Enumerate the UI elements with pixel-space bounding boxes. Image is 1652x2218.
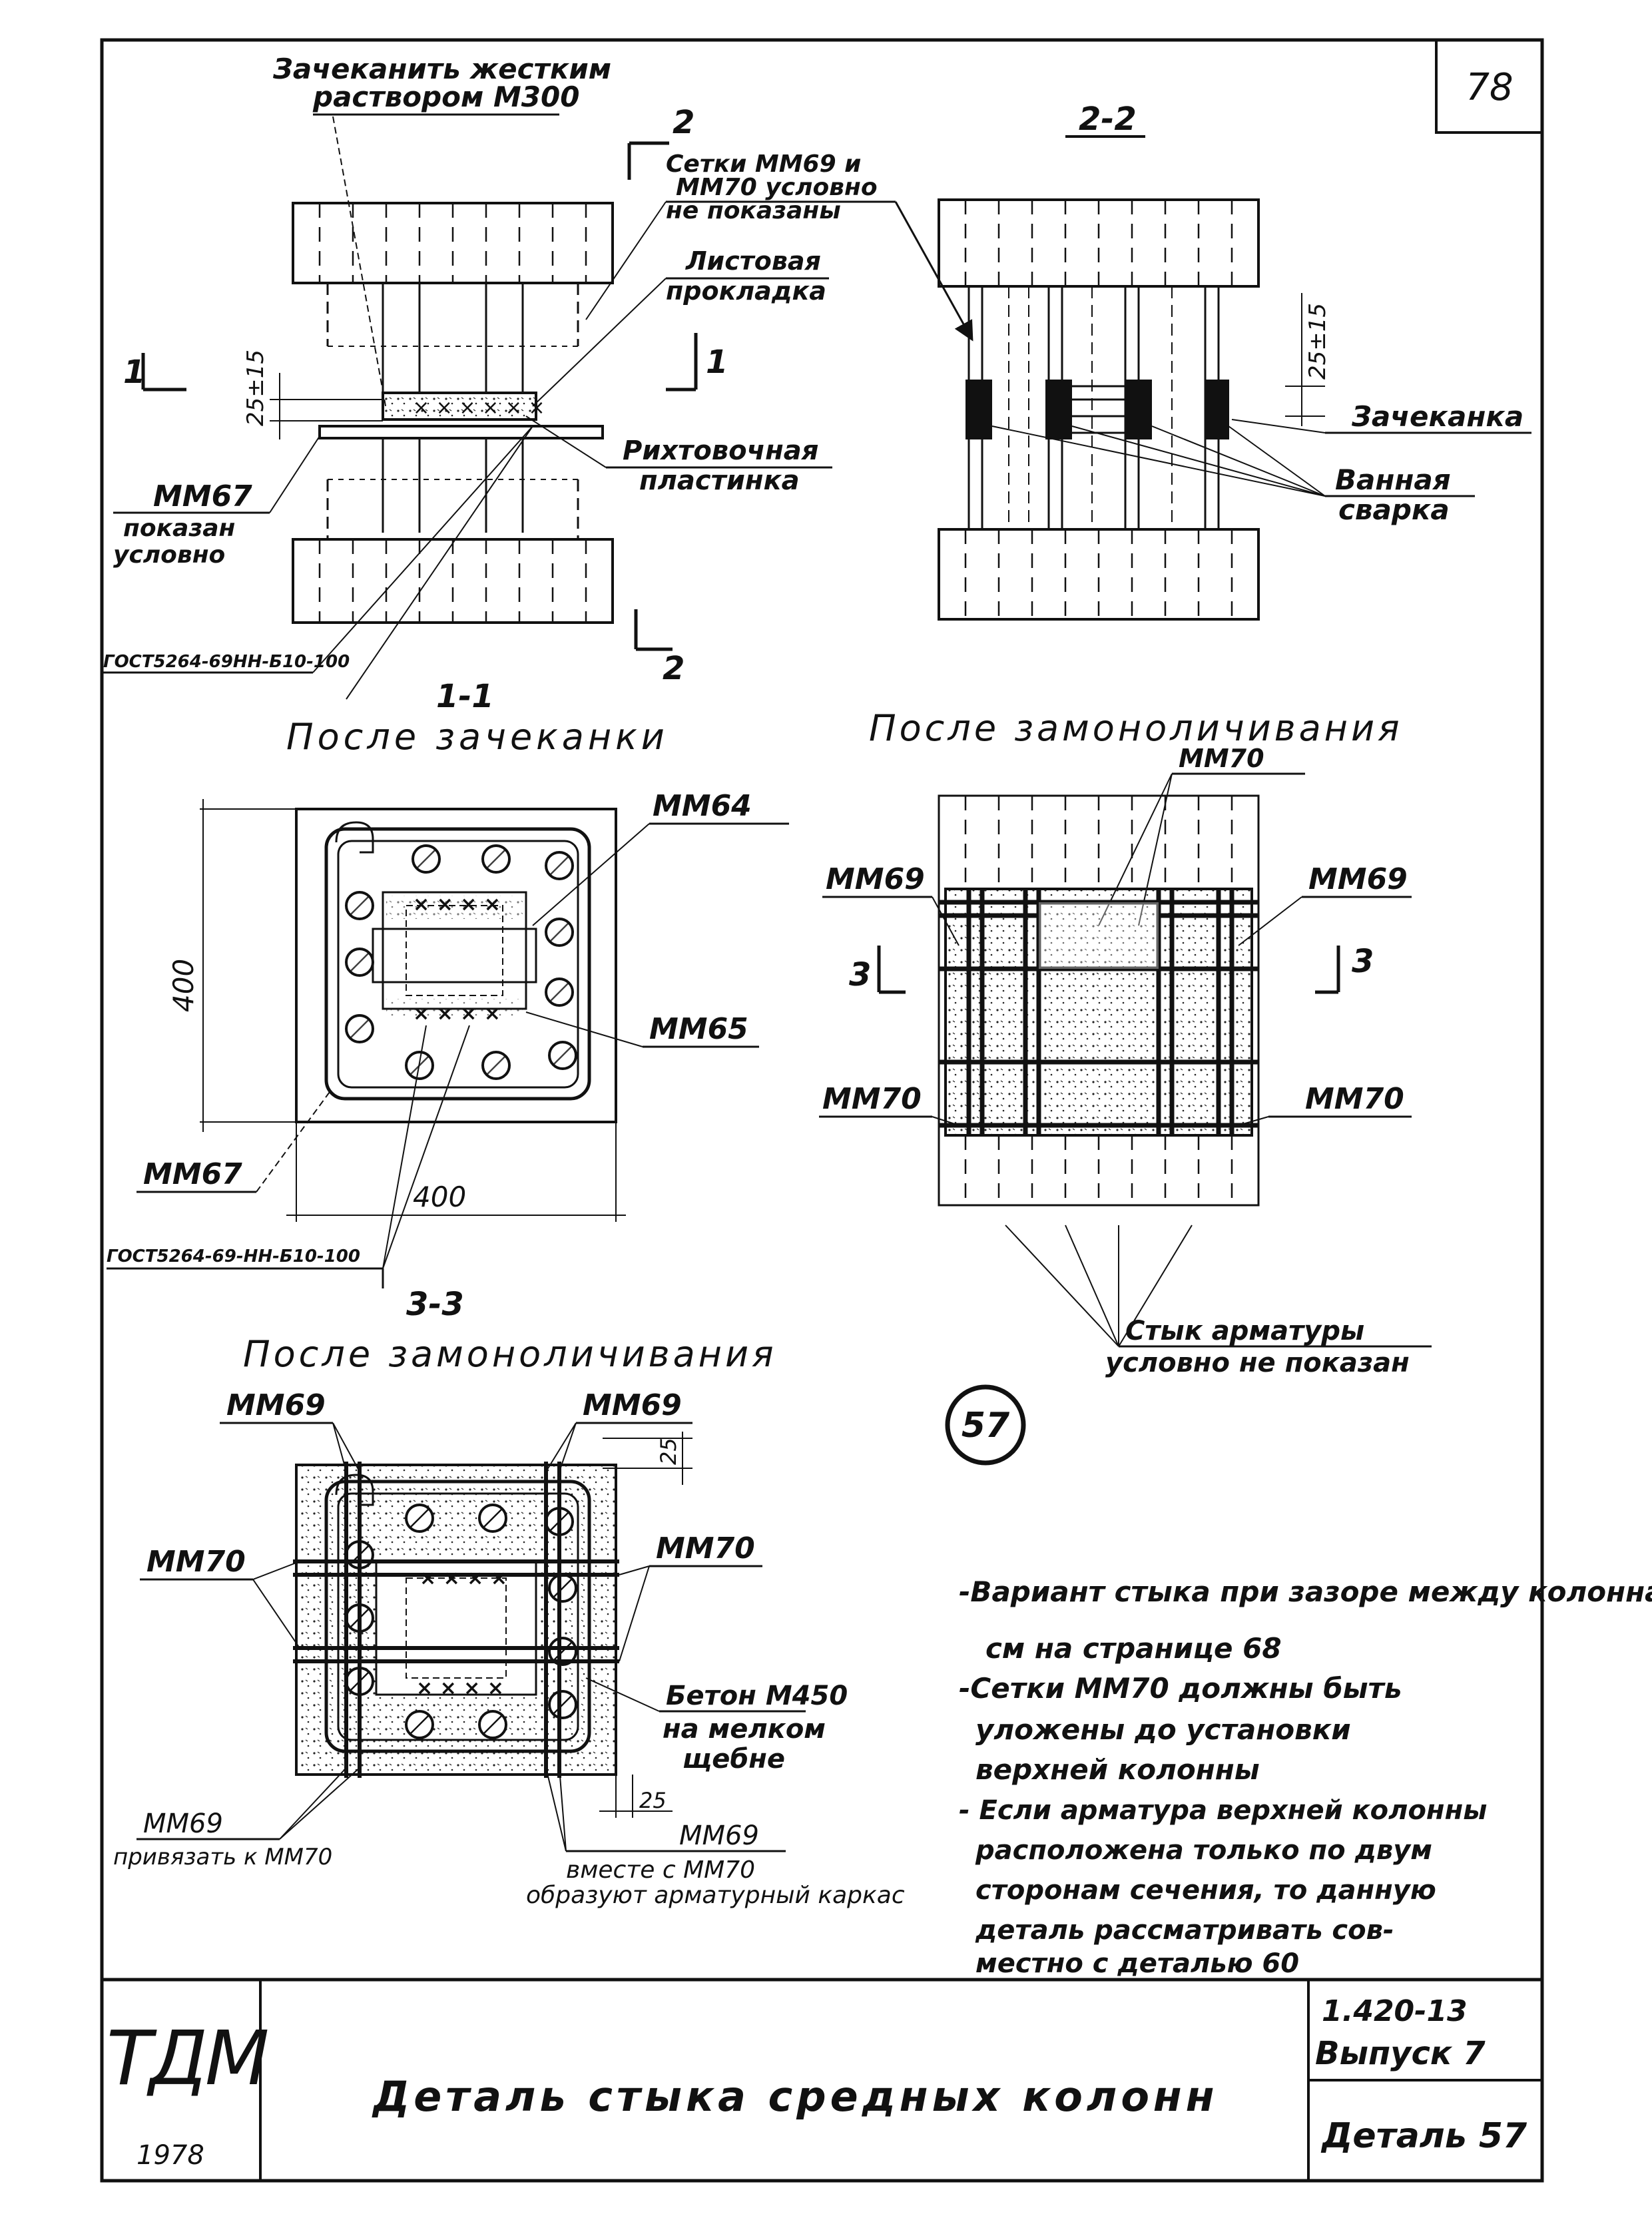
section33-mesh-left-top: ММ69: [226, 1388, 326, 1422]
section11-dim-width: 400: [413, 1181, 466, 1213]
svg-text:× × × × × ×: × × × × × ×: [413, 396, 545, 419]
mesh-mm67-note-line2: условно: [113, 541, 225, 569]
detail-marker-number: 57: [962, 1406, 1010, 1446]
section11-mesh-mm67: ММ67: [143, 1157, 242, 1191]
section11-title: 1-1: [436, 678, 494, 715]
monolith-note-joint-line2: условно не показан: [1105, 1348, 1410, 1378]
monolith-section-right: 3: [1352, 943, 1374, 980]
note-line-3: -Сетки ММ70 должны быть: [959, 1672, 1402, 1705]
monolith-mesh-left-bottom: ММ70: [822, 1082, 922, 1116]
section33-concrete-line3: щебне: [683, 1744, 785, 1775]
section33-mesh-bottom-left-note: привязать к ММ70: [113, 1844, 332, 1870]
section11-dim-height: 400: [167, 959, 200, 1012]
note-caulk-line2: раствором М300: [312, 81, 579, 113]
section-mark-1-left: 1: [123, 354, 145, 391]
title-block: ТДМ 1978 Деталь стыка средных колонн 1.4…: [107, 1994, 1527, 2171]
section33-dim-bottom: 25: [639, 1788, 667, 1813]
note-caulking: Зачеканка: [1351, 400, 1523, 433]
monolith-mesh-right-bottom: ММ70: [1305, 1082, 1404, 1116]
section33-bottom-right-note-line1: вместе с ММ70: [566, 1856, 755, 1884]
section33-mesh-left-mid: ММ70: [146, 1545, 246, 1579]
section-mark-2-bottom: 2: [663, 650, 685, 687]
section-mark-1-right: 1: [706, 344, 728, 381]
monolith-title: После замоноличивания: [869, 707, 1403, 749]
detail-number: Деталь 57: [1320, 2116, 1527, 2156]
section33-dim-side: 25: [656, 1438, 681, 1465]
detail-marker: 57: [945, 1384, 1026, 1466]
section-1-1: 1-1 После зачеканки: [107, 678, 789, 1323]
note-line-4: уложены до установки: [975, 1713, 1351, 1746]
section11-mesh-mm64: ММ64: [653, 789, 752, 823]
section33-mesh-bottom-left: ММ69: [143, 1808, 223, 1839]
note-plate-line1: Рихтовочная: [623, 435, 818, 466]
note-sheet-pad-line2: прокладка: [666, 276, 826, 306]
note-line-10: местно с деталью 60: [975, 1948, 1299, 1979]
monolith-section-left: 3: [849, 956, 871, 993]
note-caulk-line1: Зачеканить жестким: [272, 53, 611, 85]
section-2-2: 2-2: [938, 101, 1531, 621]
section-3-3: После замоноличивания: [113, 1333, 905, 1909]
svg-text:× × × ×: × × × ×: [419, 1567, 507, 1590]
note-line-5: верхней колонны: [975, 1753, 1260, 1786]
drawing-title: Деталь стыка средных колонн: [372, 2072, 1219, 2121]
monolith-note-joint-line1: Стык арматуры: [1125, 1316, 1364, 1346]
elevation-gap-dim: 25±15: [242, 350, 269, 426]
elevation-gost: ГОСТ5264-69НН-Б10-100: [103, 652, 350, 672]
series-number: 1.420-13: [1322, 1994, 1468, 2028]
mesh-mm67-note-line1: показан: [123, 515, 235, 542]
section33-mesh-bottom-right: ММ69: [679, 1820, 759, 1851]
note-line-8: сторонам сечения, то данную: [975, 1875, 1436, 1906]
elevation-view: Зачеканить жестким раствором М300: [103, 53, 973, 700]
section33-mesh-right-mid: ММ70: [656, 1531, 755, 1565]
mesh-mm67-label: ММ67: [153, 479, 252, 513]
sheet-frame: [100, 38, 1544, 2183]
note-line-1: -Вариант стыка при зазоре между колоннам…: [959, 1575, 1652, 1608]
note-plate-line2: пластинка: [639, 465, 800, 496]
note-sheet-pad-line1: Листовая: [685, 246, 821, 276]
note-line-9: деталь рассматривать сов-: [975, 1915, 1394, 1946]
section-mark-2-top: 2: [673, 104, 694, 141]
section33-title: После замоноличивания: [243, 1333, 777, 1375]
note-welding-line2: сварка: [1338, 493, 1450, 526]
note-welding-line1: Ванная: [1335, 463, 1451, 496]
section22-gap-dim: 25±15: [1304, 303, 1331, 380]
note-nets-line2: ММ70 условно: [676, 174, 878, 201]
page-number: 78: [1466, 66, 1513, 109]
monolith-mesh-left-top: ММ69: [826, 862, 925, 896]
section11-gost: ГОСТ5264-69-НН-Б10-100: [107, 1247, 360, 1266]
svg-text:× × × ×: × × × ×: [416, 1677, 504, 1700]
issue-number: Выпуск 7: [1315, 2035, 1486, 2072]
note-line-6: - Если арматура верхней колонны: [959, 1795, 1487, 1826]
note-line-7: расположена только по двум: [975, 1835, 1432, 1866]
monolith-view: После замоноличивания ММ70: [819, 707, 1432, 1378]
section11-subtitle: После зачеканки: [286, 716, 669, 758]
section33-bottom-right-note-line2: образуют арматурный каркас: [526, 1882, 905, 1909]
year-label: 1978: [137, 2140, 204, 2171]
general-notes: -Вариант стыка при зазоре между колоннам…: [959, 1575, 1652, 1979]
section33-concrete-line1: Бетон М450: [666, 1681, 848, 1711]
section11-mesh-mm65: ММ65: [649, 1012, 748, 1046]
note-nets-line1: Сетки ММ69 и: [666, 150, 861, 178]
section33-mesh-right-top: ММ69: [583, 1388, 682, 1422]
note-line-2: см на странице 68: [985, 1632, 1282, 1665]
monolith-mesh-right-top: ММ69: [1308, 862, 1408, 896]
section22-title: 2-2: [1079, 101, 1137, 138]
monolith-mesh-top: ММ70: [1179, 744, 1264, 773]
section33-concrete-line2: на мелком: [663, 1714, 826, 1745]
tdm-logo: ТДМ: [107, 2016, 268, 2102]
section11-label-3-3: 3-3: [406, 1286, 464, 1323]
